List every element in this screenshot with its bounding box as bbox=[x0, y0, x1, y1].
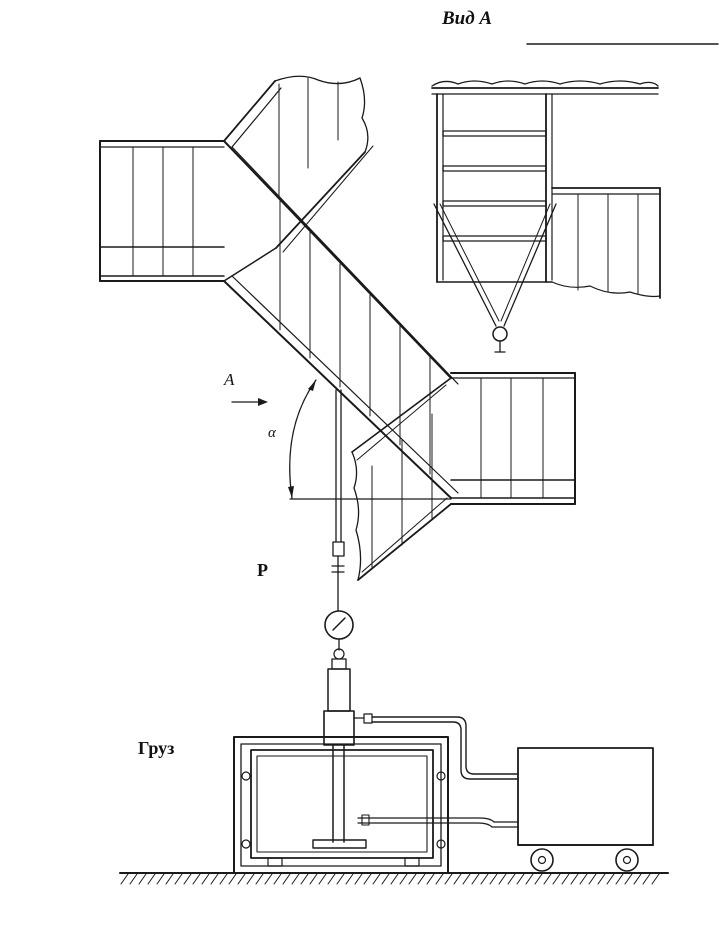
hydraulic-jack bbox=[312, 658, 373, 849]
ground-hatch-line bbox=[597, 873, 606, 885]
ground-hatch-line bbox=[120, 873, 129, 885]
ground-line bbox=[119, 872, 669, 885]
ground-hatch-line bbox=[543, 873, 552, 885]
cart-wheel-left bbox=[530, 848, 554, 872]
ground-hatch-line bbox=[183, 873, 192, 885]
ground-hatch-line bbox=[336, 873, 345, 885]
ground-hatch-line bbox=[228, 873, 237, 885]
ground-hatch-line bbox=[426, 873, 435, 885]
ground-hatch-line bbox=[444, 873, 453, 885]
upper-landing bbox=[99, 140, 225, 282]
lower-landing bbox=[450, 372, 576, 505]
ground-hatch-line bbox=[480, 873, 489, 885]
lower-stair-stub bbox=[351, 377, 452, 581]
ground-hatch-line bbox=[372, 873, 381, 885]
ground-hatch-line bbox=[192, 873, 201, 885]
ground-hatch-line bbox=[570, 873, 579, 885]
ground-hatch-line bbox=[642, 873, 651, 885]
stair-flight bbox=[223, 140, 459, 499]
ground-hatch-line bbox=[552, 873, 561, 885]
load-label: Груз bbox=[138, 738, 175, 758]
ground-hatch-line bbox=[471, 873, 480, 885]
ground-hatch-line bbox=[606, 873, 615, 885]
ground-hatch-line bbox=[651, 873, 660, 885]
load-frame bbox=[233, 736, 449, 874]
ground-hatch-line bbox=[615, 873, 624, 885]
view-a-arrow-label: А bbox=[224, 370, 235, 389]
turnbuckle bbox=[332, 541, 345, 557]
ground-hatch-line bbox=[399, 873, 408, 885]
ground-hatch-line bbox=[417, 873, 426, 885]
hydraulic-hoses bbox=[357, 716, 519, 828]
ground-hatch-line bbox=[210, 873, 219, 885]
ground-hatch-line bbox=[633, 873, 642, 885]
ground-hatch-line bbox=[534, 873, 543, 885]
ground-hatch-line bbox=[498, 873, 507, 885]
ground-hatch-line bbox=[435, 873, 444, 885]
view-a-arrowhead bbox=[258, 398, 268, 406]
ground-hatch-line bbox=[291, 873, 300, 885]
ground-hatch-line bbox=[327, 873, 336, 885]
ground-hatch-line bbox=[201, 873, 210, 885]
ground-hatch-line bbox=[309, 873, 318, 885]
ground-hatch-line bbox=[129, 873, 138, 885]
angle-indicator bbox=[288, 379, 452, 500]
pull-rod-assembly bbox=[324, 389, 354, 660]
ground-hatch-line bbox=[165, 873, 174, 885]
pump-cart bbox=[517, 747, 654, 872]
ground-hatch-line bbox=[462, 873, 471, 885]
ground-hatch-line bbox=[579, 873, 588, 885]
ground-hatch-line bbox=[282, 873, 291, 885]
ground-hatch-line bbox=[345, 873, 354, 885]
view-a-arrow bbox=[231, 398, 268, 406]
ground-hatch-line bbox=[174, 873, 183, 885]
inset-gauge bbox=[492, 326, 508, 342]
ground-hatch-line bbox=[453, 873, 462, 885]
angle-arrow-top bbox=[308, 380, 316, 391]
ground-hatch-line bbox=[255, 873, 264, 885]
ground-hatch-line bbox=[408, 873, 417, 885]
cart-wheel-right bbox=[615, 848, 639, 872]
ground-hatch-line bbox=[318, 873, 327, 885]
ground-hatch-line bbox=[624, 873, 633, 885]
force-label: Р bbox=[257, 560, 268, 580]
angle-label: α bbox=[268, 425, 276, 441]
ground-hatch-line bbox=[237, 873, 246, 885]
ground-hatch-line bbox=[390, 873, 399, 885]
ground-hatch-line bbox=[300, 873, 309, 885]
ground-hatch-line bbox=[507, 873, 516, 885]
ground-hatch-line bbox=[273, 873, 282, 885]
ground-hatch-line bbox=[561, 873, 570, 885]
upper-stair-stub bbox=[223, 75, 374, 282]
ground-hatch-line bbox=[525, 873, 534, 885]
ground-hatch-line bbox=[363, 873, 372, 885]
ground-hatch-line bbox=[156, 873, 165, 885]
ground-hatch-line bbox=[219, 873, 228, 885]
ground-hatch-line bbox=[264, 873, 273, 885]
ground-hatch-line bbox=[588, 873, 597, 885]
ground-hatch-line bbox=[147, 873, 156, 885]
ground-hatch-line bbox=[354, 873, 363, 885]
angle-arrow-bottom bbox=[288, 486, 294, 498]
ground-hatch-line bbox=[246, 873, 255, 885]
ground-hatch-line bbox=[381, 873, 390, 885]
inset-view-a bbox=[431, 80, 661, 353]
ground-hatch-line bbox=[489, 873, 498, 885]
ground-hatch-line bbox=[516, 873, 525, 885]
ground-hatch-line bbox=[138, 873, 147, 885]
view-a-title: Вид А bbox=[442, 8, 493, 29]
